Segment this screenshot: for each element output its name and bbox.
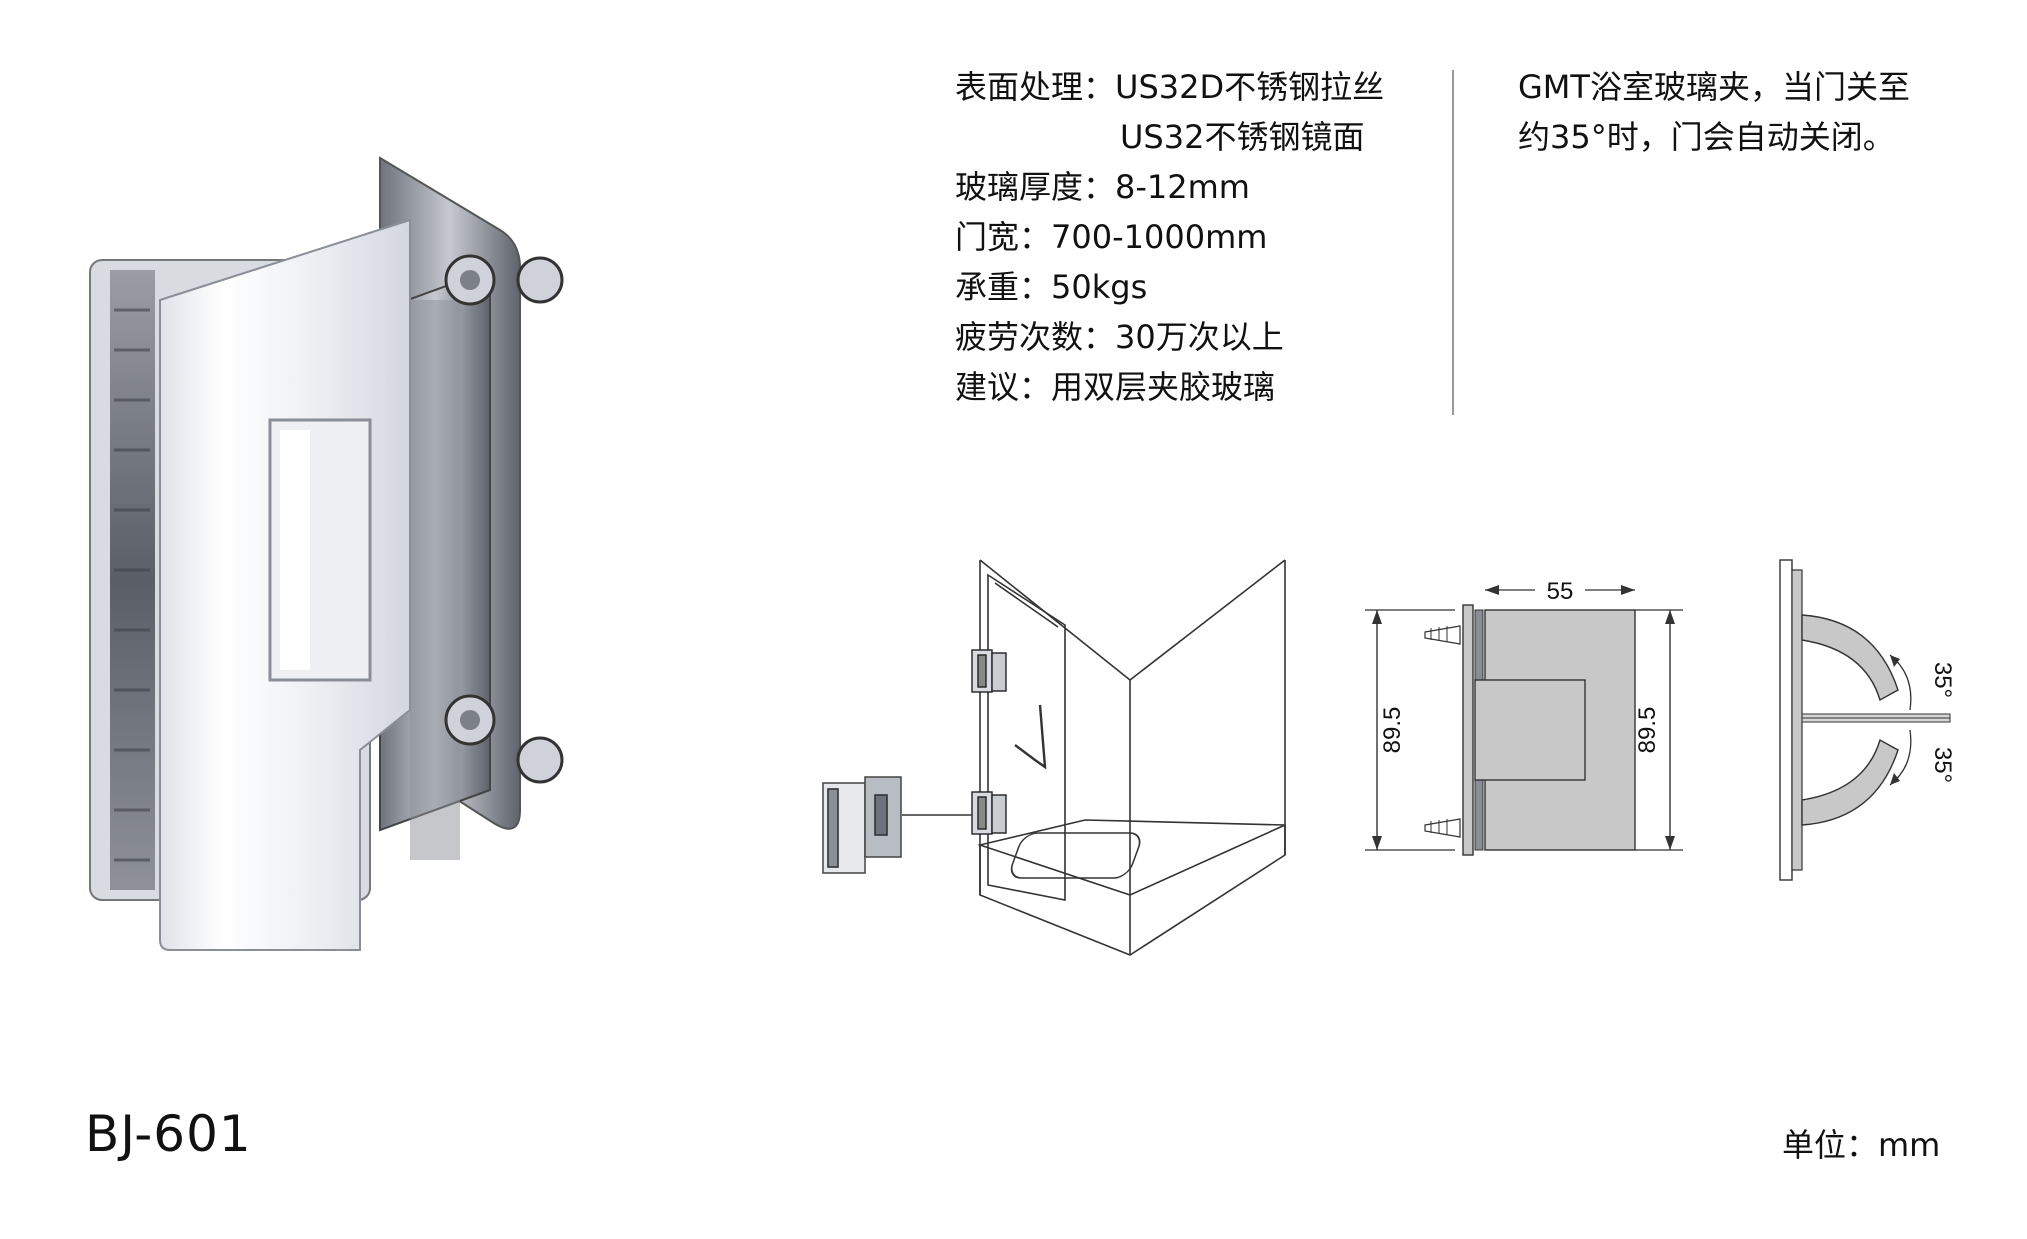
model-number: BJ-601	[85, 1105, 252, 1163]
glass-slot	[110, 270, 155, 890]
front-dimension-drawing: 89.5 55 89.5	[1365, 578, 1683, 856]
installation-diagram	[822, 559, 1286, 956]
spec-door-width: 门宽：700-1000mm	[955, 218, 1268, 256]
spec-surface-value-2: US32不锈钢镜面	[1120, 118, 1365, 156]
spec-load: 承重：50kgs	[955, 268, 1148, 306]
hinge-product-photo	[89, 156, 564, 951]
door-hinge-top	[971, 649, 1007, 693]
screw-heads	[444, 254, 564, 784]
dim-width: 55	[1547, 578, 1574, 605]
angle-drawing: 35° 35°	[1779, 559, 1956, 881]
description-line-2: 约35°时，门会自动关闭。	[1518, 118, 1895, 156]
door-hinge-bottom	[971, 791, 1007, 835]
angle-top-label: 35°	[1929, 662, 1956, 698]
dim-height-left: 89.5	[1379, 707, 1406, 754]
description-line-1: GMT浴室玻璃夹，当门关至	[1518, 68, 1910, 106]
angle-bottom-label: 35°	[1929, 747, 1956, 783]
product-description: GMT浴室玻璃夹，当门关至 约35°时，门会自动关闭。	[1518, 62, 1910, 162]
spec-glass-thickness: 玻璃厚度：8-12mm	[955, 168, 1250, 206]
unit-label: 单位：mm	[1782, 1126, 1941, 1164]
column-divider	[1452, 70, 1454, 415]
spec-surface-label: 表面处理：	[955, 68, 1116, 106]
spec-suggestion: 建议：用双层夹胶玻璃	[955, 368, 1276, 406]
spec-fatigue-cycles: 疲劳次数：30万次以上	[955, 318, 1284, 356]
spec-surface-value-1: US32D不锈钢拉丝	[1115, 68, 1385, 106]
inset-hinge-image	[822, 776, 902, 874]
dim-height-right: 89.5	[1634, 707, 1661, 754]
spec-list: 表面处理：US32D不锈钢拉丝 US32不锈钢镜面 玻璃厚度：8-12mm 门宽…	[955, 62, 1384, 412]
